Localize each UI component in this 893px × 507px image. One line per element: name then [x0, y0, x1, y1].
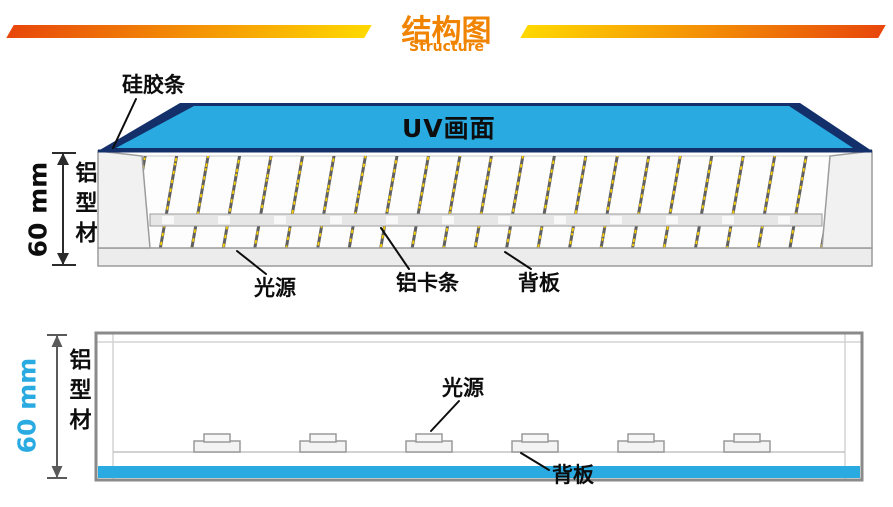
label-aluminum-clip: 铝卡条	[396, 271, 459, 295]
leader-back-panel-bottom	[520, 452, 550, 471]
section-outline	[94, 331, 864, 482]
frame-left-profile	[97, 150, 151, 249]
leader-aluminum-clip	[380, 227, 410, 270]
section-blue-bottom-strip	[98, 466, 860, 478]
uv-surface-panel	[116, 106, 853, 148]
dimension-bottom-arrow-down	[51, 466, 63, 478]
page-title: 结构图	[401, 14, 492, 49]
leader-silicone-strip	[112, 98, 137, 149]
label-back-panel-bottom: 背板	[552, 463, 594, 487]
section-view	[47, 331, 864, 482]
label-back-panel-top: 背板	[518, 271, 560, 295]
frame-bottom-bar	[97, 247, 873, 267]
aluminum-clip-strip	[149, 213, 823, 227]
dimension-top	[52, 152, 76, 266]
leader-lines-bottom	[430, 400, 550, 471]
perspective-view	[52, 98, 873, 275]
leader-light-source-bottom	[430, 400, 460, 432]
leader-lines-top	[112, 98, 532, 275]
dimension-top-arrow-up	[57, 153, 69, 165]
section-body	[96, 333, 862, 480]
label-uv-surface: UV画面	[402, 114, 496, 143]
page-subtitle: Structure	[408, 39, 484, 55]
label-light-source-top: 光源	[254, 276, 296, 300]
frame-right-profile	[821, 150, 873, 249]
header-gradient-bar-right	[520, 25, 886, 38]
label-height-bottom: 60 mm	[12, 357, 42, 454]
label-silicone-strip: 硅胶条	[122, 73, 185, 97]
label-aluminum-profile-top: 铝型材	[71, 161, 97, 251]
label-light-source-bottom: 光源	[442, 376, 484, 400]
label-height-top: 60 mm	[23, 161, 53, 258]
leader-light-source-top	[236, 250, 267, 275]
label-aluminum-profile-bottom: 铝型材	[65, 348, 91, 438]
led-strips-area	[142, 156, 830, 248]
dimension-bottom-arrow-up	[51, 335, 63, 347]
dimension-top-arrow-down	[57, 253, 69, 265]
leader-back-panel-top	[504, 251, 532, 270]
